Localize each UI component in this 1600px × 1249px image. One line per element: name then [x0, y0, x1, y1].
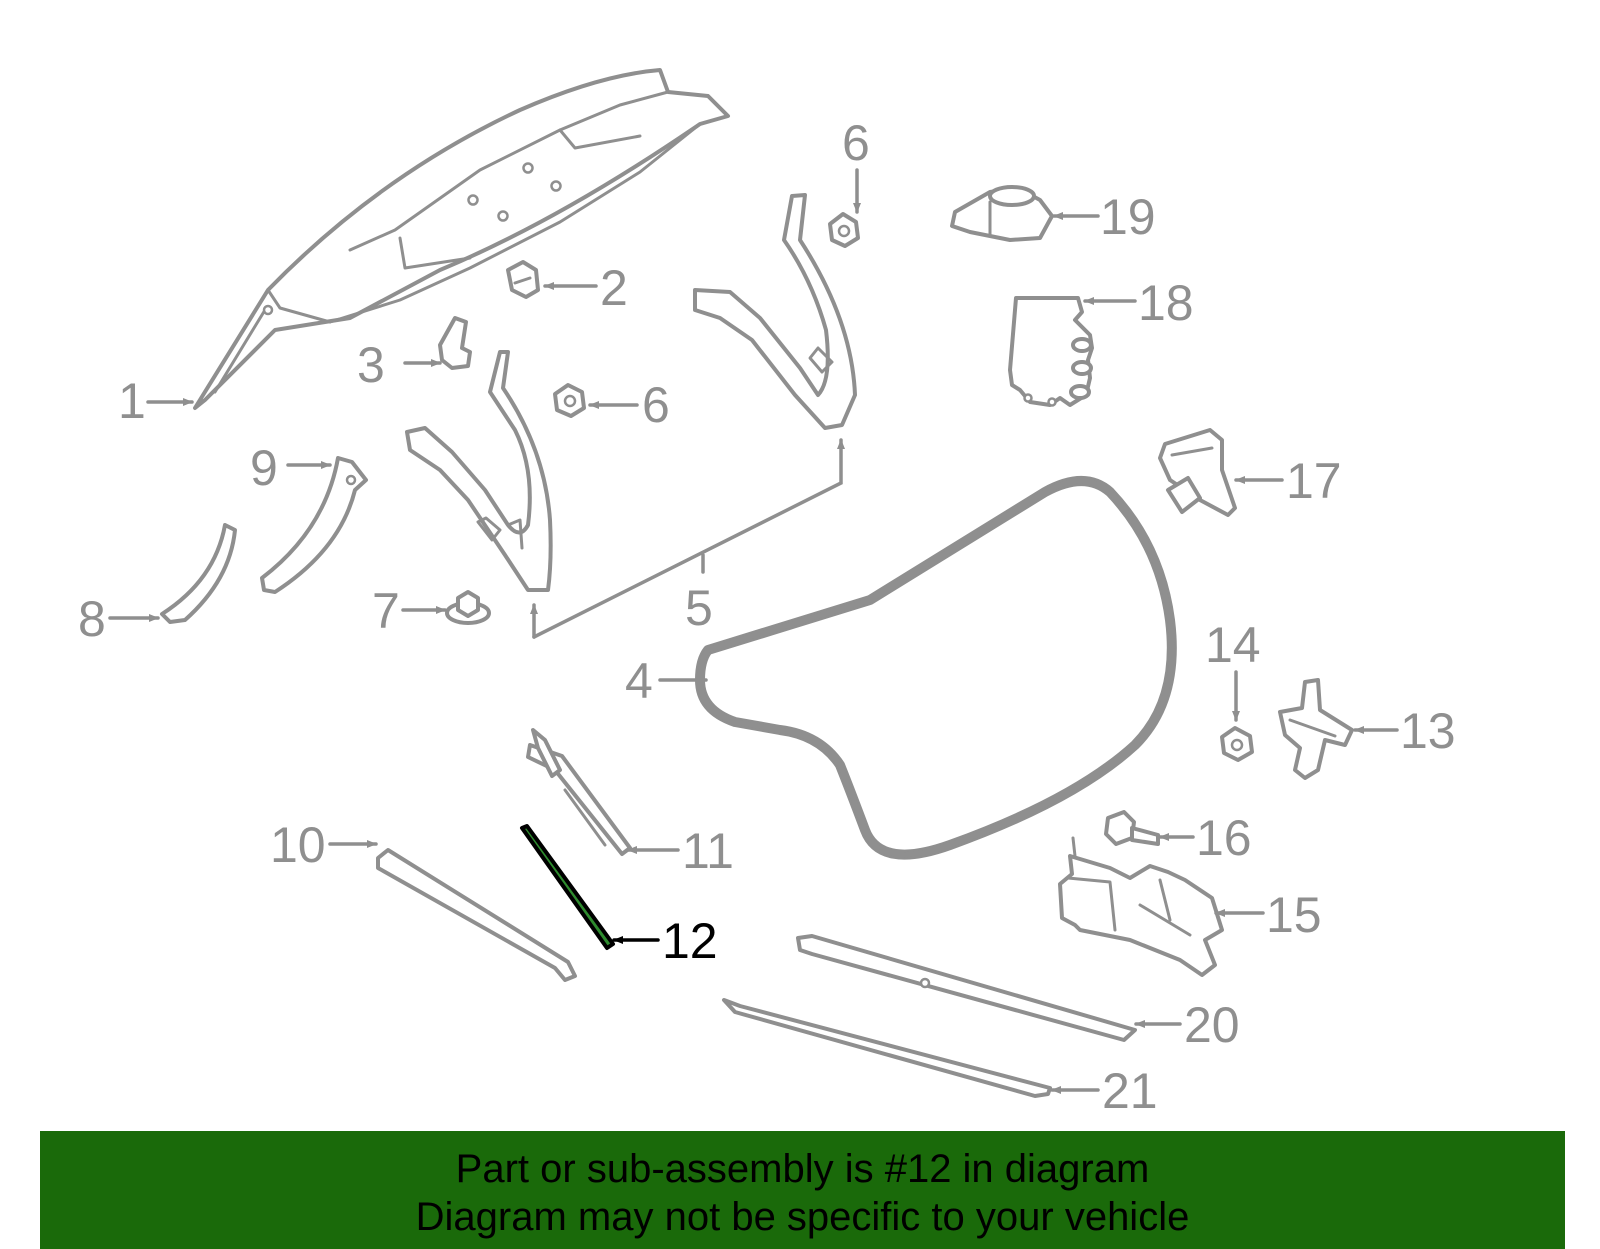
part-3-bracket-clip [438, 316, 472, 370]
callout-5: 5 [685, 580, 713, 636]
part-15-latch [1058, 836, 1224, 977]
part-13-striker [1278, 678, 1354, 780]
callout-12: 12 [662, 913, 718, 969]
part-12-seal-strip [520, 824, 615, 950]
callout-labels: 1 2 3 6 6 7 8 9 5 4 10 11 12 13 14 15 16… [78, 115, 1456, 1119]
part-5-hinge-left [405, 350, 553, 592]
part-7-flange-nut [445, 590, 491, 625]
part-17-lamp-housing [1158, 428, 1237, 517]
banner-line-1: Part or sub-assembly is #12 in diagram [455, 1147, 1150, 1191]
part-9-trim-strip [260, 456, 368, 594]
part-8-trim-strip [160, 523, 237, 624]
callout-19: 19 [1100, 189, 1156, 245]
callout-14: 14 [1205, 617, 1261, 673]
part-11-strut [526, 728, 632, 856]
part-14-nut [1220, 726, 1254, 762]
callout-7: 7 [372, 583, 400, 639]
part-19-lamp-socket [950, 185, 1054, 242]
callout-8: 8 [78, 591, 106, 647]
callout-20: 20 [1184, 997, 1240, 1053]
info-banner: Part or sub-assembly is #12 in diagram D… [40, 1131, 1565, 1249]
callout-6-lower: 6 [642, 377, 670, 433]
callout-21: 21 [1102, 1063, 1158, 1119]
callout-6-upper: 6 [842, 115, 870, 171]
part-16-bolt [1104, 810, 1160, 846]
part-5-hinge-right [693, 193, 857, 430]
part-10-trim-strip [376, 848, 577, 982]
callout-13: 13 [1400, 703, 1456, 759]
part-20-seal-strip [796, 934, 1137, 1042]
callout-10: 10 [270, 817, 326, 873]
callout-11: 11 [682, 823, 734, 879]
callout-3: 3 [357, 337, 385, 393]
banner-line-2: Diagram may not be specific to your vehi… [415, 1195, 1190, 1239]
callout-9: 9 [250, 440, 278, 496]
part-18-connector-block [1008, 296, 1094, 407]
leader-lines [108, 168, 1399, 1094]
callout-2: 2 [600, 260, 628, 316]
callout-17: 17 [1286, 453, 1342, 509]
part-6-nut-lower [553, 383, 586, 418]
part-2-clip [506, 260, 540, 299]
callout-16: 16 [1196, 810, 1252, 866]
callout-15: 15 [1266, 887, 1322, 943]
part-21-seal-strip [722, 998, 1052, 1098]
callout-18: 18 [1138, 275, 1194, 331]
part-4-weatherstrip [695, 476, 1177, 860]
part-6-nut-upper [828, 212, 860, 248]
callout-1: 1 [118, 373, 146, 429]
callout-4: 4 [625, 653, 653, 709]
part-1-trunk-lid [193, 68, 730, 410]
